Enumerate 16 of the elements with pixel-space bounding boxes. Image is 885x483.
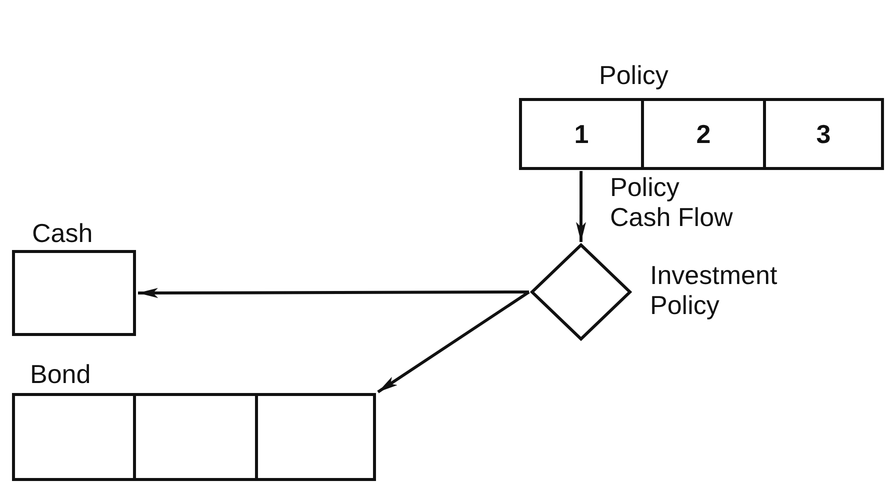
box-heading: Policy: [599, 59, 668, 92]
arrow: [377, 290, 530, 394]
arrow: [138, 288, 529, 298]
box-heading: Bond: [30, 358, 91, 391]
empty-cell: [12, 393, 133, 481]
empty-cell: [133, 393, 255, 481]
table-cell: [641, 98, 763, 170]
cell-number: 2: [696, 119, 711, 149]
empty-cell: [255, 393, 376, 481]
table-cell: [519, 98, 641, 170]
cell-number: 3: [816, 119, 831, 149]
table-cell: [763, 98, 884, 170]
arrow: [576, 171, 586, 242]
box-heading: Cash: [32, 217, 93, 250]
node-caption: Investment Policy: [650, 260, 778, 320]
cell-number: 1: [574, 119, 589, 149]
